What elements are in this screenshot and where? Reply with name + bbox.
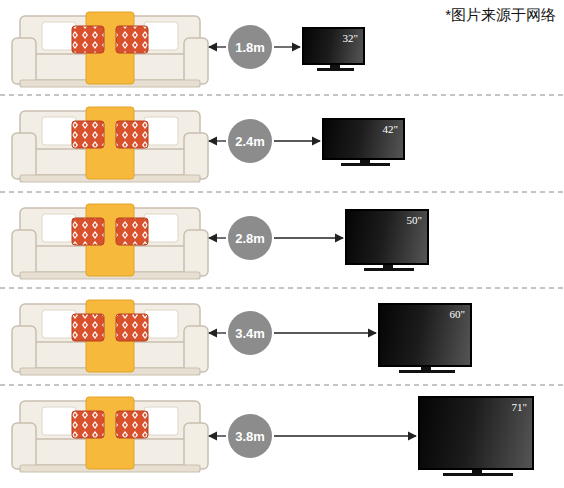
patterned-pillow bbox=[116, 26, 148, 53]
distance-label: 2.4m bbox=[235, 134, 265, 149]
distance-arrow-left bbox=[209, 140, 226, 141]
tv-screen: 32" bbox=[302, 27, 365, 65]
distance-circle: 3.4m bbox=[228, 311, 272, 355]
distance-arrow bbox=[274, 46, 300, 47]
patterned-pillow bbox=[116, 314, 148, 341]
tv-screen: 71" bbox=[418, 396, 534, 470]
white-pillow bbox=[144, 117, 178, 145]
sofa-arm bbox=[184, 230, 208, 276]
screen-size-label: 42" bbox=[383, 123, 399, 135]
distance-circle: 2.8m bbox=[228, 216, 272, 260]
white-pillow bbox=[42, 117, 76, 145]
screen-size-label: 71" bbox=[512, 401, 528, 413]
white-pillow bbox=[144, 310, 178, 338]
tv-stand-base bbox=[443, 473, 513, 476]
sofa-icon bbox=[12, 397, 208, 472]
sofa-arm bbox=[184, 38, 208, 84]
patterned-pillow bbox=[116, 218, 148, 245]
tv-screen: 42" bbox=[322, 118, 405, 160]
distance-circle: 1.8m bbox=[228, 25, 272, 69]
distance-circle: 2.4m bbox=[228, 119, 272, 163]
white-pillow bbox=[144, 214, 178, 242]
sofa-arm bbox=[184, 133, 208, 179]
patterned-pillow bbox=[116, 121, 148, 148]
white-pillow bbox=[42, 310, 76, 338]
sofa-arm bbox=[184, 423, 208, 469]
sofa-arm bbox=[12, 423, 36, 469]
distance-arrow-left bbox=[209, 46, 226, 47]
patterned-pillow bbox=[72, 314, 104, 341]
distance-arrow bbox=[274, 435, 416, 436]
tv-stand-base bbox=[317, 68, 355, 71]
distance-arrow-left bbox=[209, 332, 226, 333]
distance-arrow bbox=[274, 140, 320, 141]
distance-arrow-left bbox=[209, 435, 226, 436]
patterned-pillow bbox=[116, 411, 148, 438]
distance-circle: 3.8m bbox=[228, 414, 272, 458]
white-pillow bbox=[42, 407, 76, 435]
sofa-icon bbox=[12, 107, 208, 182]
distance-label: 3.8m bbox=[235, 429, 265, 444]
distance-arrow-left bbox=[209, 237, 226, 238]
row-separator bbox=[0, 95, 564, 96]
distance-arrow bbox=[274, 332, 376, 333]
sofa-icon bbox=[12, 12, 208, 87]
tv-stand-base bbox=[399, 370, 455, 373]
screen-size-label: 60" bbox=[450, 308, 466, 320]
row-separator bbox=[0, 192, 564, 193]
tv-stand-base bbox=[364, 268, 414, 271]
row-separator bbox=[0, 288, 564, 289]
white-pillow bbox=[42, 214, 76, 242]
white-pillow bbox=[144, 407, 178, 435]
sofa-arm bbox=[12, 230, 36, 276]
sofa-arm bbox=[184, 326, 208, 372]
patterned-pillow bbox=[72, 218, 104, 245]
white-pillow bbox=[42, 22, 76, 50]
patterned-pillow bbox=[72, 121, 104, 148]
sofa-icon bbox=[12, 300, 208, 375]
patterned-pillow bbox=[72, 26, 104, 53]
distance-arrow bbox=[274, 237, 343, 238]
sofa-icon bbox=[12, 204, 208, 279]
screen-size-label: 50" bbox=[407, 214, 423, 226]
tv-screen: 60" bbox=[378, 303, 472, 367]
distance-label: 1.8m bbox=[235, 40, 265, 55]
distance-label: 2.8m bbox=[235, 231, 265, 246]
tv-stand-base bbox=[341, 163, 391, 166]
distance-label: 3.4m bbox=[235, 326, 265, 341]
row-separator bbox=[0, 385, 564, 386]
screen-size-label: 32" bbox=[343, 32, 359, 44]
white-pillow bbox=[144, 22, 178, 50]
sofa-arm bbox=[12, 133, 36, 179]
sofa-arm bbox=[12, 38, 36, 84]
source-note: *图片来源于网络 bbox=[445, 6, 556, 25]
patterned-pillow bbox=[72, 411, 104, 438]
sofa-arm bbox=[12, 326, 36, 372]
tv-screen: 50" bbox=[345, 209, 429, 265]
